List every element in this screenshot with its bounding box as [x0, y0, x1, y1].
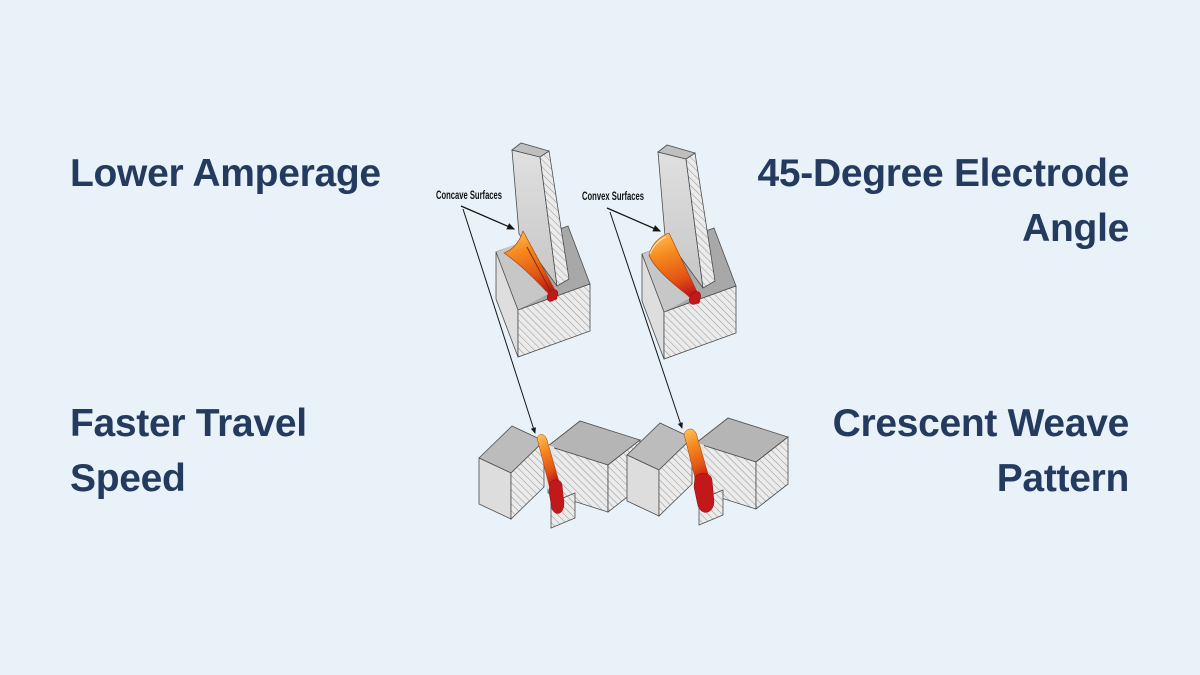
left-block-front-face-hatched [510, 440, 545, 520]
base-front-face-hatched [517, 283, 591, 358]
groove-weld-left [478, 420, 641, 529]
plate-top-face [511, 142, 550, 158]
headline-lower-amperage: Lower Amperage [70, 152, 381, 195]
plate-top-face [657, 144, 696, 160]
callouts: Concave Surfaces Convex Surfaces [436, 190, 683, 434]
weld-highlight [649, 236, 667, 255]
weld-red-tip [546, 289, 559, 302]
groove-weld-strip [536, 434, 561, 490]
weld-red-tip [689, 291, 701, 305]
concave-short-arrow [460, 205, 516, 230]
base-front-face-hatched [663, 285, 737, 360]
concave-surfaces-label: Concave Surfaces [436, 190, 502, 202]
weld-drip [693, 472, 715, 513]
base-top-face-light [496, 241, 548, 310]
concave-long-arrow [462, 208, 536, 434]
headline-weave-pattern: Crescent Weave Pattern [832, 402, 1130, 500]
convex-long-arrow [609, 211, 683, 429]
convex-surfaces-label: Convex Surfaces [582, 191, 644, 203]
right-block-side-face-hatched [755, 436, 789, 510]
headline-travel-speed: Faster Travel Speed [70, 402, 307, 500]
groove-weld-right [626, 417, 789, 526]
concave-weld-bead [503, 230, 558, 300]
left-block-front-face-hatched [658, 437, 693, 517]
headline-electrode-angle: 45-Degree Electrode Angle [757, 152, 1130, 250]
tjoint-concave [495, 142, 591, 358]
groove-weld-strip [683, 428, 711, 487]
convex-short-arrow [606, 207, 662, 232]
weld-drip [548, 479, 565, 514]
convex-weld-bead [648, 232, 701, 304]
tjoint-convex [641, 144, 737, 360]
weld-crease-line [526, 246, 552, 293]
